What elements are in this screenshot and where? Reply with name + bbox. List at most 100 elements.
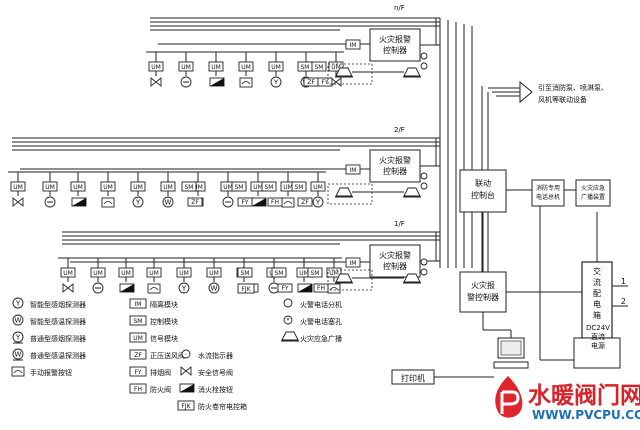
legend-symbol-um: UM	[129, 332, 147, 343]
svg-text:UM: UM	[13, 184, 23, 191]
svg-text:FY: FY	[281, 285, 288, 292]
legend-text-3: 普通型感温探测器	[30, 351, 86, 360]
signal-module-f1-6: UM	[328, 61, 344, 72]
damper-f1-0: ZF	[303, 77, 319, 87]
linkage-console-label: 联动控制台	[471, 178, 495, 200]
signal-module-f1-2: UM	[208, 61, 224, 72]
fire-phone-jack-icon	[420, 268, 428, 276]
legend-text-5: 隔离模块	[150, 300, 178, 309]
ac-input-1: 1	[621, 277, 626, 286]
floor-controller-3	[369, 244, 421, 278]
legend-symbol-fy: FY	[129, 366, 147, 377]
fire-phone-main	[531, 179, 565, 207]
signal-module-f2-2: UM	[70, 181, 86, 192]
fire-phone-jack-icon	[420, 258, 428, 266]
legend-symbol-flow: ·	[181, 349, 191, 359]
svg-text:Y: Y	[15, 300, 21, 308]
legend-symbol-jack: *	[283, 315, 293, 325]
svg-text:FH: FH	[271, 199, 279, 206]
svg-text:UM: UM	[103, 184, 113, 191]
water-flow-switch-icon	[180, 76, 192, 88]
legend-symbol-detector: W	[12, 348, 24, 361]
main-fire-alarm-controller	[459, 271, 507, 313]
wiring	[8, 17, 628, 378]
svg-text:UM: UM	[329, 270, 339, 277]
manual-alarm-button-icon	[239, 77, 253, 88]
control-module-f2-3: SM	[291, 181, 307, 192]
legend-text-6: 控制模块	[150, 317, 178, 326]
signal-module-f1-0: UM	[148, 61, 164, 72]
svg-text:FY: FY	[241, 199, 248, 206]
dashed-area-f2	[327, 183, 373, 205]
damper-f1-1: FY	[317, 77, 333, 87]
smoke-detector-icon: Y	[270, 76, 282, 88]
signal-module-f3-3: UM	[146, 267, 162, 278]
svg-text:FH: FH	[134, 386, 142, 393]
manual-alarm-button-icon	[147, 283, 161, 294]
svg-text:UM: UM	[331, 64, 341, 71]
legend-symbol-detector: Y	[12, 297, 24, 309]
floor-isolation-module-3: IM	[345, 257, 361, 268]
heat-detector-icon: W	[162, 196, 174, 208]
floor-controller-1	[369, 28, 421, 62]
legend-symbol-fh: FH	[129, 383, 147, 394]
signal-module-f3-9: UM	[326, 267, 342, 278]
legend-symbol-hydrant	[179, 383, 195, 393]
floor-controller-label-3: 火灾报警控制器	[379, 250, 411, 271]
fire-phone-jack-icon	[420, 182, 428, 190]
ac-panel-label: 交流配电箱	[593, 266, 601, 320]
signal-module-f3-1: UM	[90, 267, 106, 278]
fire-phone-jack-icon	[420, 62, 428, 70]
signal-module-f3-5: UM	[206, 267, 222, 278]
speaker-icon	[335, 67, 353, 78]
water-flow-switch-icon	[222, 196, 234, 208]
legend-symbol-valve	[180, 366, 192, 376]
speaker-icon	[403, 273, 421, 284]
svg-text:UM: UM	[133, 335, 143, 342]
legend-text-14: 防火卷帘电控箱	[198, 402, 247, 411]
svg-text:UM: UM	[209, 270, 219, 277]
floor-isolation-module-1: IM	[345, 39, 361, 50]
svg-text:SM: SM	[265, 184, 274, 191]
svg-text:ZF: ZF	[307, 79, 315, 86]
legend-text-10: 防火阀	[150, 385, 171, 394]
svg-text:UM: UM	[121, 270, 131, 277]
speaker-icon	[335, 273, 353, 284]
svg-text:W: W	[165, 199, 172, 207]
svg-text:UM: UM	[151, 64, 161, 71]
heat-detector-icon: W	[208, 282, 220, 294]
legend-text-15: 火警电话分机	[300, 300, 342, 309]
legend-text-4: 手动报警按钮	[30, 368, 72, 377]
damper-f3-1: FY	[277, 283, 293, 293]
svg-text:FH: FH	[317, 285, 325, 292]
floor-isolation-module-2: IM	[345, 164, 361, 175]
signal-module-f1-1: UM	[178, 61, 194, 72]
shutter-panel-f3: FJK	[237, 283, 255, 294]
svg-text:SM: SM	[185, 184, 194, 191]
signal-module-f2-4: UM	[130, 181, 146, 192]
flow-indicator-icon	[251, 197, 267, 207]
fire-phone-main-label: 消防专用电话总机	[536, 184, 560, 201]
svg-text:ZF: ZF	[191, 199, 199, 206]
legend-text-11: 水流指示器	[198, 351, 233, 360]
smoke-detector-icon: Y	[132, 196, 144, 208]
signal-module-f2-10: UM	[310, 181, 326, 192]
speaker-icon	[403, 187, 421, 198]
signal-valve-icon	[330, 77, 342, 87]
legend-text-0: 智能型感烟探测器	[30, 300, 86, 309]
control-module-f1-1: SM	[311, 61, 327, 72]
floor-controller-label-2: 火灾报警控制器	[379, 155, 411, 176]
dashed-area-f1	[327, 63, 373, 85]
svg-text:FY: FY	[134, 369, 141, 376]
control-module-f3-0: SM	[237, 267, 253, 278]
printer-box	[391, 369, 435, 385]
signal-module-f1-3: UM	[238, 61, 254, 72]
svg-text:UM: UM	[299, 270, 309, 277]
svg-text:UM: UM	[223, 184, 233, 191]
svg-text:Y: Y	[273, 79, 279, 87]
svg-text:W: W	[15, 317, 22, 325]
svg-text:SM: SM	[301, 64, 310, 71]
svg-text:SM: SM	[275, 270, 284, 277]
floor-label-1: n/F	[394, 4, 405, 12]
